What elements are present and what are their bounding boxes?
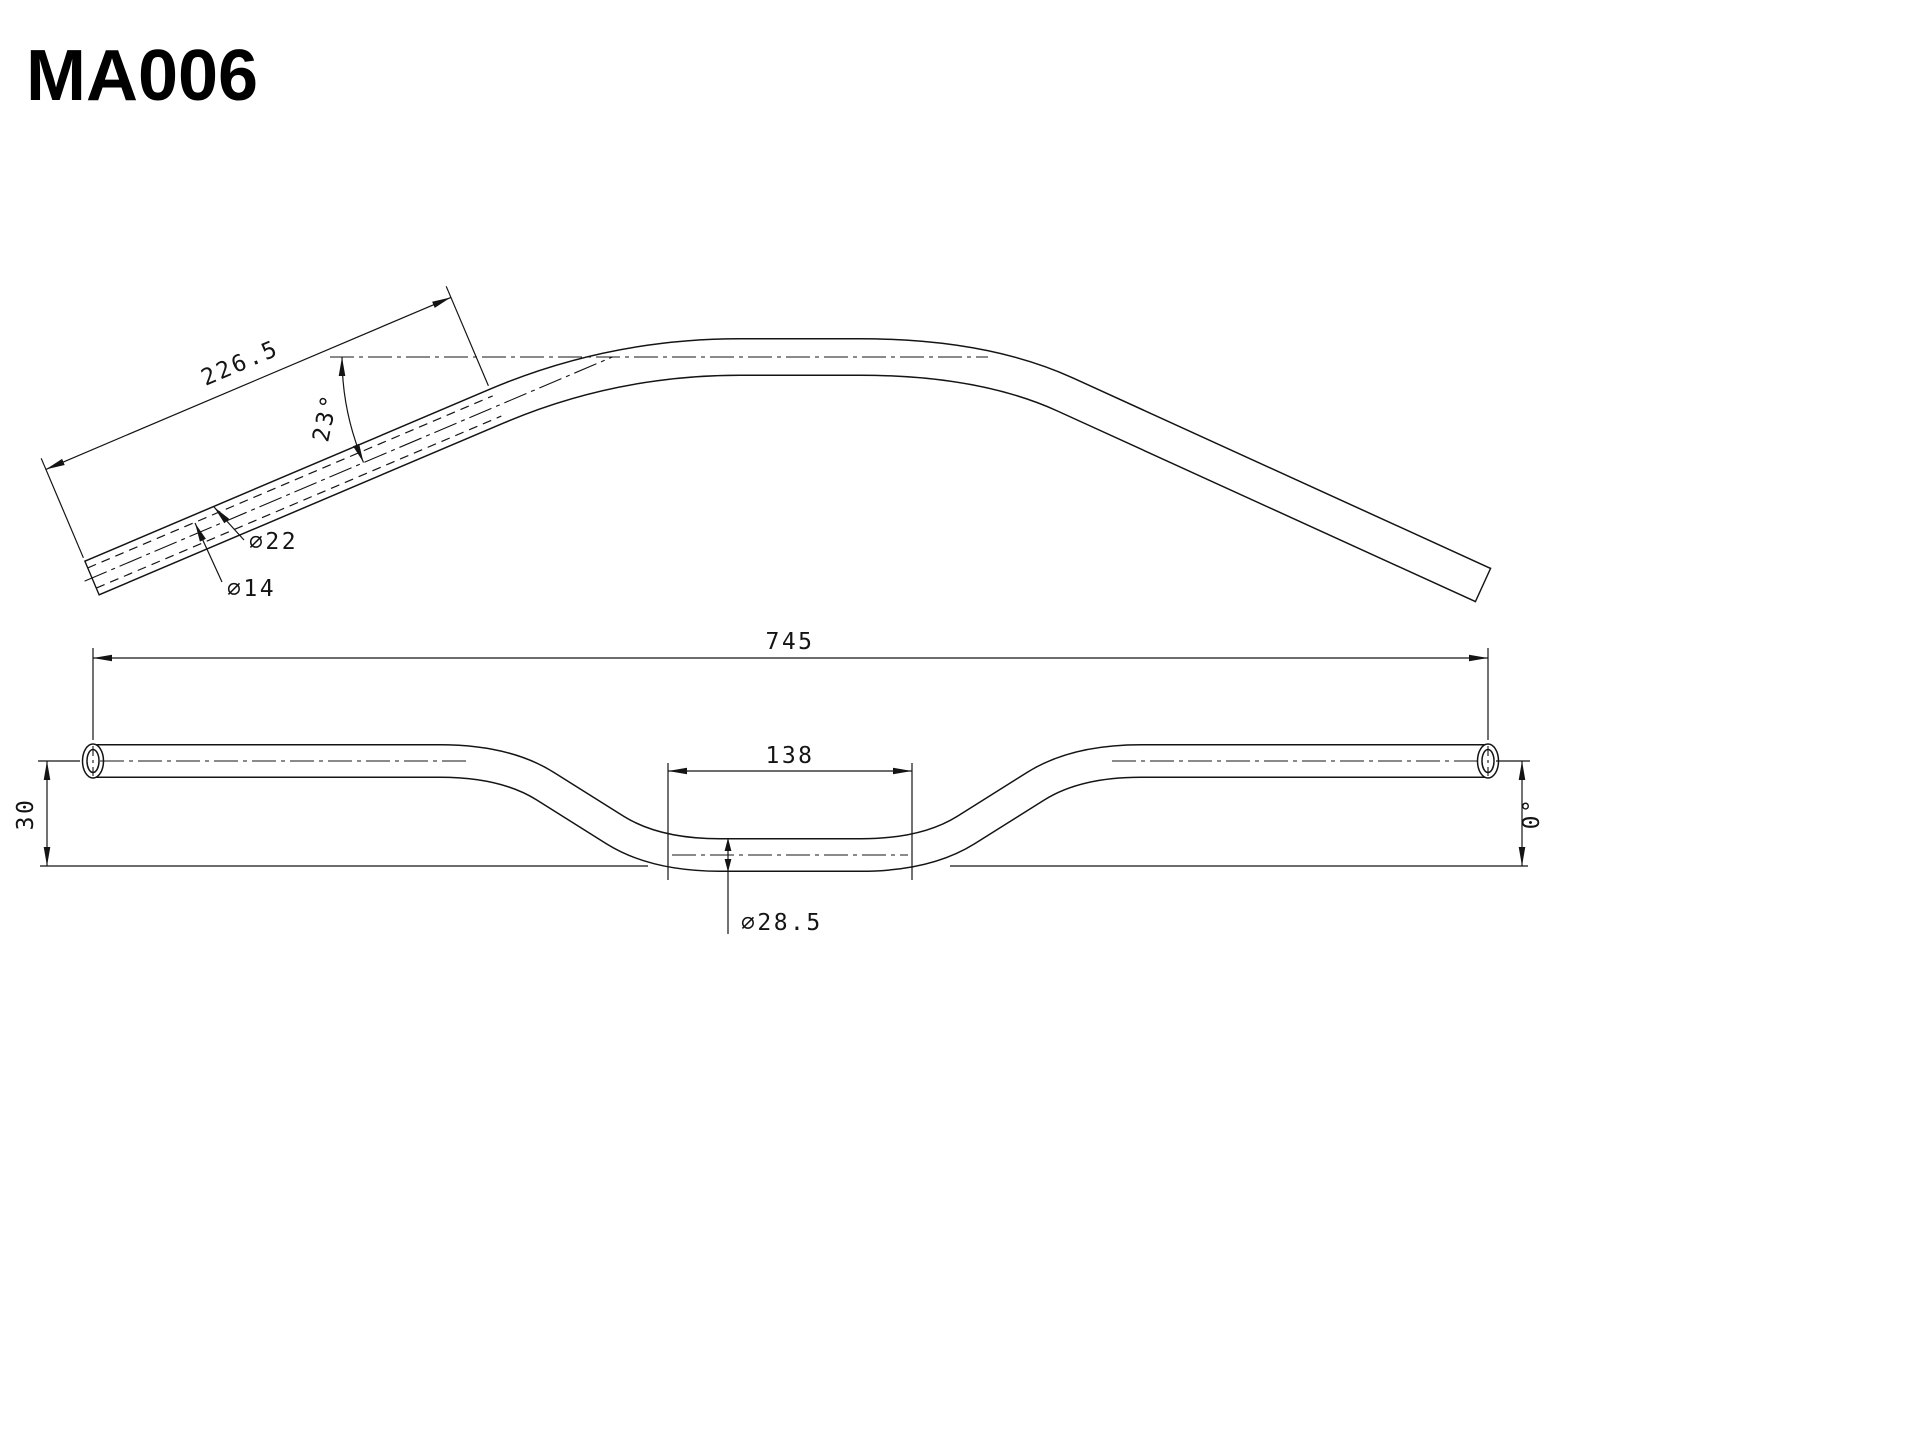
dimension-center-diameter: ⌀28.5	[724, 838, 823, 936]
handlebar-front-view: 745 138 30 0° ⌀28.5	[13, 629, 1545, 936]
leader-line	[213, 506, 245, 541]
dim-grip-inner-diameter: ⌀14	[227, 576, 276, 602]
leader-line	[194, 522, 223, 583]
arrow-down-icon	[724, 859, 732, 872]
extension-line	[40, 458, 84, 559]
handlebar-top-view: 226.5 23° ⌀22 ⌀14	[40, 286, 1492, 603]
front-view-tube-fill	[93, 745, 1488, 871]
dim-center-diameter: ⌀28.5	[741, 910, 823, 936]
dimension-rise: 30	[13, 760, 1528, 867]
dimension-center-section-width: 138	[667, 743, 913, 880]
dimension-end-angle: 0°	[1496, 760, 1545, 866]
dim-grip-length: 226.5	[198, 336, 283, 392]
top-view-tube-fill	[85, 339, 1491, 601]
dim-grip-outer-diameter: ⌀22	[249, 529, 298, 555]
grip-end-face-right	[1474, 567, 1492, 603]
part-number-title: MA006	[26, 36, 258, 116]
dim-end-angle: 0°	[1519, 797, 1545, 830]
leader-grip-inner-diameter: ⌀14	[194, 522, 276, 602]
grip-centerline	[84, 356, 613, 582]
leader-grip-outer-diameter: ⌀22	[213, 506, 298, 555]
dim-rise: 30	[13, 798, 39, 831]
dimension-overall-width: 745	[92, 629, 1489, 740]
extension-line	[445, 286, 489, 387]
dimension-line	[45, 296, 452, 470]
arrow-up-icon	[724, 838, 732, 851]
dim-center-section-width: 138	[765, 743, 814, 769]
angle-arc	[338, 356, 365, 463]
dim-overall-width: 745	[765, 629, 814, 655]
dim-bend-angle: 23°	[308, 391, 344, 444]
